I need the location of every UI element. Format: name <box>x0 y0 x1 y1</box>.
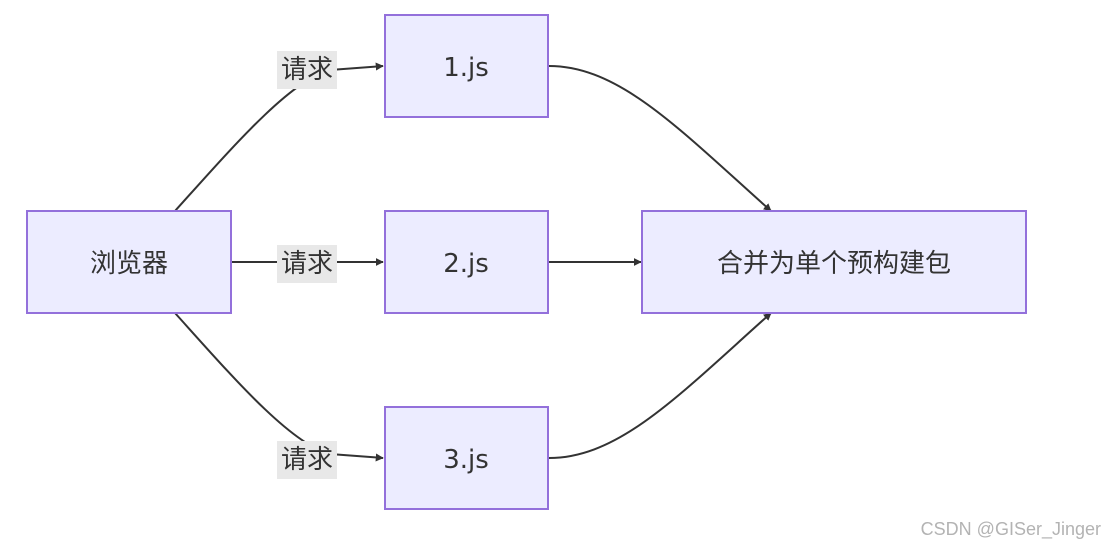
edge-label-js2: 请求 <box>277 245 337 283</box>
edge-label-text-js3: 请求 <box>281 445 333 475</box>
node-js2[interactable]: 2.js <box>384 210 549 314</box>
edge-browser-to-js3 <box>174 312 384 462</box>
node-js2-label: 2.js <box>443 249 489 279</box>
node-js3[interactable]: 3.js <box>384 406 549 510</box>
node-js3-label: 3.js <box>443 445 489 475</box>
node-browser[interactable]: 浏览器 <box>26 210 232 314</box>
watermark: CSDN @GISer_Jinger <box>920 519 1101 539</box>
edge-js3-to-bundle <box>548 312 772 459</box>
edge-js1-to-bundle <box>548 65 772 212</box>
node-bundle[interactable]: 合并为单个预构建包 <box>641 210 1027 314</box>
edge-label-text-js2: 请求 <box>281 249 333 279</box>
node-js1[interactable]: 1.js <box>384 14 549 118</box>
node-js1-label: 1.js <box>443 53 489 83</box>
edge-label-js3: 请求 <box>277 441 337 479</box>
node-browser-label: 浏览器 <box>90 249 168 279</box>
node-bundle-label: 合并为单个预构建包 <box>717 249 951 279</box>
edge-label-js1: 请求 <box>277 51 337 89</box>
edge-label-text-js1: 请求 <box>281 55 333 85</box>
